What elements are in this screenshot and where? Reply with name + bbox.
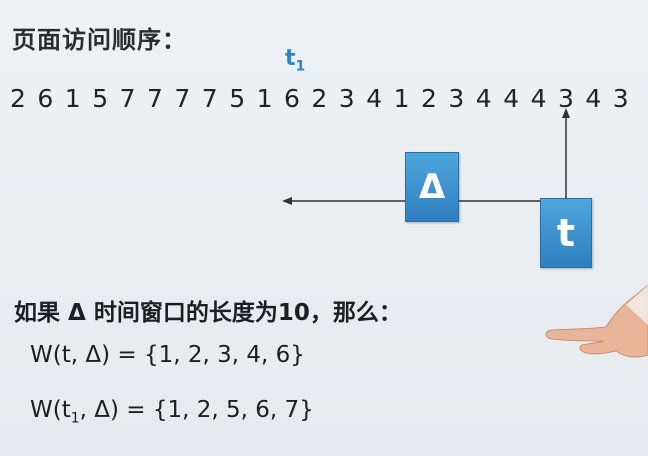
sequence-number: 7 xyxy=(147,84,163,113)
pointing-hand-image xyxy=(545,285,648,358)
sequence-number: 2 xyxy=(421,84,437,113)
sequence-number: 5 xyxy=(92,84,109,113)
sequence-number: 6 xyxy=(37,84,54,113)
sequence-number: 3 xyxy=(338,84,355,113)
t1-subscript: 1 xyxy=(295,58,306,75)
sequence-number: 7 xyxy=(201,84,218,113)
t1-label: t1 xyxy=(285,46,305,74)
page-title: 页面访问顺序： xyxy=(12,26,187,54)
working-set-t: W(t, Δ) = {1, 2, 3, 4, 6} xyxy=(30,342,305,368)
sequence-number: 2 xyxy=(311,84,328,113)
sequence-number: 4 xyxy=(503,84,520,113)
sequence-number: 4 xyxy=(530,84,547,113)
working-set-t1: W(t1, Δ) = {1, 2, 5, 6, 7} xyxy=(30,397,314,427)
t1-main: t xyxy=(285,46,296,71)
sequence-number: 3 xyxy=(612,84,629,113)
w-t1-suffix: , Δ) = {1, 2, 5, 6, 7} xyxy=(79,397,314,423)
w-t1-subscript: 1 xyxy=(70,410,80,427)
condition-text: 如果 Δ 时间窗口的长度为10，那么： xyxy=(14,300,402,326)
sequence-number: 7 xyxy=(119,84,136,113)
left-arrowhead xyxy=(282,197,292,205)
sequence-number: 4 xyxy=(366,84,383,113)
sequence-number: 3 xyxy=(558,84,574,113)
sequence-number: 1 xyxy=(393,84,410,113)
sequence-number: 4 xyxy=(475,84,492,113)
sequence-number: 6 xyxy=(284,84,300,113)
w-t1-prefix: W(t xyxy=(30,397,71,423)
t-box: t xyxy=(540,198,592,268)
sequence-number: 3 xyxy=(448,84,465,113)
sequence-number: 4 xyxy=(585,84,602,113)
sequence-number: 2 xyxy=(10,84,26,113)
delta-box: Δ xyxy=(405,152,459,222)
sequence-number: 5 xyxy=(229,84,246,113)
sequence-number: 1 xyxy=(64,84,81,113)
sequence-number: 1 xyxy=(256,84,273,113)
up-arrowhead xyxy=(562,108,570,118)
sequence-number: 7 xyxy=(174,84,191,113)
